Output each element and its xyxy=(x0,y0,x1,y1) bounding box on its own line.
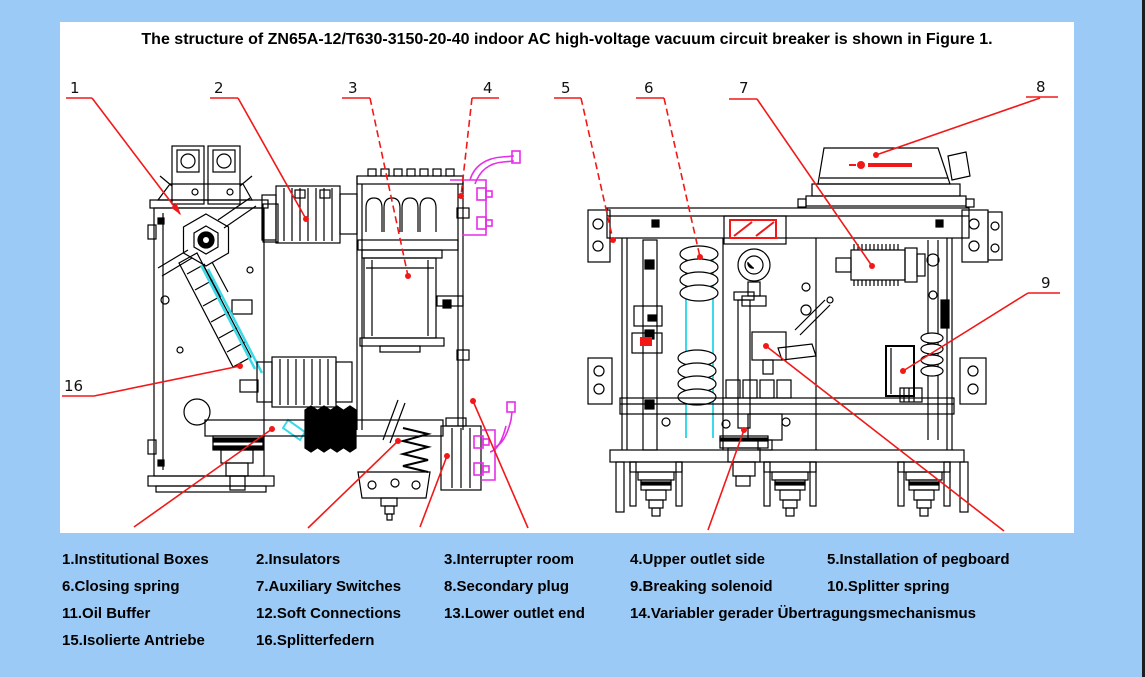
center-pole xyxy=(719,291,769,487)
closing-spring xyxy=(677,245,719,438)
legend-item: 3.Interrupter room xyxy=(444,551,575,568)
mechanism-box xyxy=(147,189,331,493)
legend-row-3: 11.Oil Buffer 12.Soft Connections 13.Low… xyxy=(62,600,1074,627)
side-view-drawing xyxy=(147,145,521,521)
legend-item: 9.Breaking solenoid xyxy=(630,578,773,595)
lower-outlet-box xyxy=(440,417,482,491)
window-right-edge xyxy=(1142,0,1145,677)
callout-leaders xyxy=(62,96,1060,532)
mounting-brackets xyxy=(156,145,254,205)
callout-label-9: 9 xyxy=(1041,274,1051,292)
legend-row-1: 1.Institutional Boxes 2.Insulators 3.Int… xyxy=(62,546,1074,573)
callout-label-6: 6 xyxy=(644,79,654,97)
interrupter-room xyxy=(356,168,470,430)
breaking-solenoid xyxy=(885,240,950,440)
base-and-feet xyxy=(609,449,969,517)
lower-outlet-magenta xyxy=(473,401,516,481)
drive-shaft-bellows xyxy=(204,405,444,453)
legend-item: 11.Oil Buffer xyxy=(62,605,151,622)
legend-item: 12.Soft Connections xyxy=(256,605,402,622)
splitter-spring-stack xyxy=(357,399,432,521)
cam-mechanism xyxy=(157,197,257,426)
legend-row-2: 6.Closing spring 7.Auxiliary Switches 8.… xyxy=(62,573,1074,600)
legend-item: 13.Lower outlet end xyxy=(444,605,585,622)
angled-insulator xyxy=(178,252,307,442)
legend-item: 7.Auxiliary Switches xyxy=(256,578,402,595)
top-rail xyxy=(587,207,1003,263)
callout-label-8: 8 xyxy=(1036,78,1046,96)
auxiliary-switch xyxy=(835,244,926,286)
legend-item: 4.Upper outlet side xyxy=(630,551,766,568)
lower-insulator xyxy=(256,356,353,408)
side-brackets xyxy=(587,357,987,405)
callout-numbers: 1 2 3 4 5 6 7 8 9 16 xyxy=(64,78,1051,395)
legend-row-4: 15.Isolierte Antriebe 16.Splitterfedern xyxy=(62,627,1074,654)
callout-label-5: 5 xyxy=(561,79,571,97)
callout-label-4: 4 xyxy=(483,79,493,97)
callout-label-3: 3 xyxy=(348,79,358,97)
legend-item: 8.Secondary plug xyxy=(444,578,570,595)
callout-label-16: 16 xyxy=(64,377,83,395)
mid-crossbar xyxy=(619,282,955,451)
legend-item: 5.Installation of pegboard xyxy=(827,551,1010,568)
parts-legend: 1.Institutional Boxes 2.Insulators 3.Int… xyxy=(62,546,1074,654)
lower-bushing xyxy=(212,435,264,491)
latch-component xyxy=(723,215,787,307)
front-view-drawing xyxy=(587,147,1003,517)
callout-label-2: 2 xyxy=(214,79,224,97)
legend-item: 15.Isolierte Antriebe xyxy=(62,632,205,649)
upper-insulator xyxy=(261,185,358,244)
legend-item: 14.Variabler gerader Übertragungsmechani… xyxy=(630,605,976,622)
callout-label-1: 1 xyxy=(70,79,80,97)
upper-outlet-side xyxy=(450,150,521,236)
legend-item: 16.Splitterfedern xyxy=(256,632,375,649)
callout-label-7: 7 xyxy=(739,79,749,97)
legend-item: 10.Splitter spring xyxy=(827,578,950,595)
figure-caption: The structure of ZN65A-12/T630-3150-20-4… xyxy=(141,31,993,48)
legend-item: 1.Institutional Boxes xyxy=(62,551,209,568)
secondary-plug xyxy=(797,147,975,208)
legend-item: 6.Closing spring xyxy=(62,578,180,595)
legend-item: 2.Insulators xyxy=(256,551,341,568)
